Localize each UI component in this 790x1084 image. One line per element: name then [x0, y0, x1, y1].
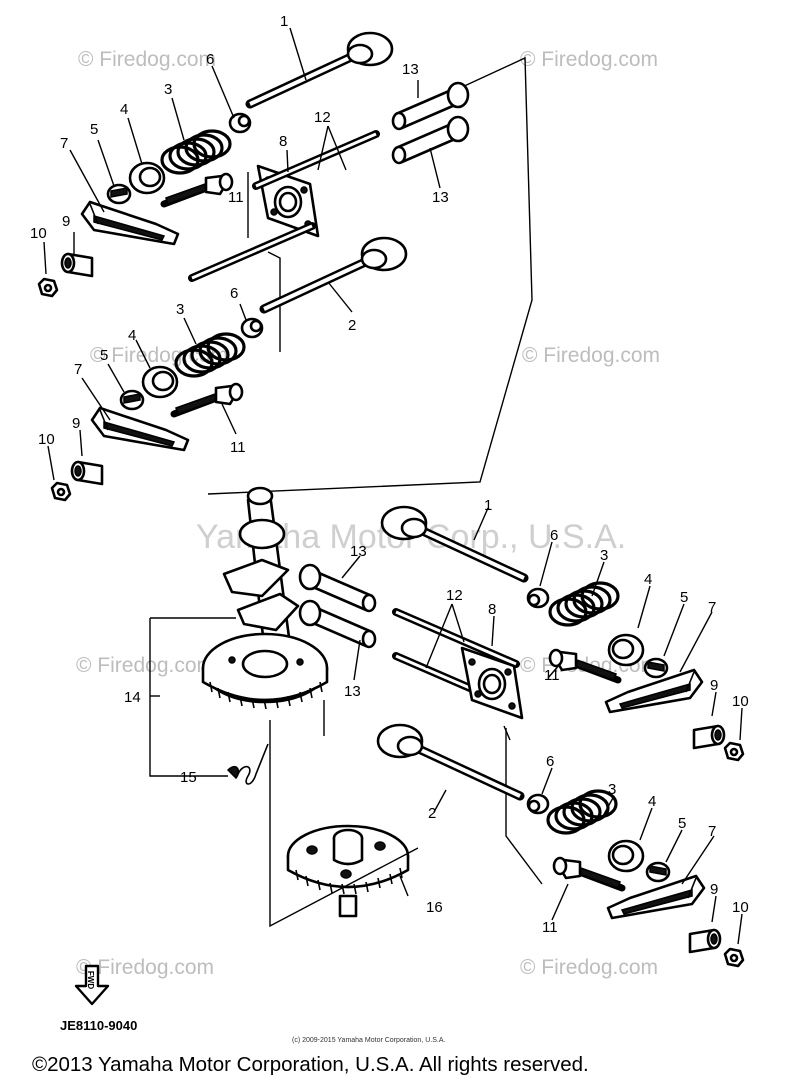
upper-pushrod-a: [256, 134, 376, 186]
lower-retainer-a: [607, 633, 645, 667]
callout-3-upper-b: 3: [176, 301, 184, 318]
callout-3-lower-a: 3: [600, 547, 608, 564]
callout-6-upper-b: 6: [230, 285, 238, 302]
callout-4-lower-a: 4: [644, 571, 652, 588]
watermark-lower-left: © Firedog.com: [76, 654, 214, 677]
callout-1-upper: 1: [280, 13, 288, 30]
callout-12-upper: 12: [314, 109, 331, 126]
upper-retainer-b: [141, 365, 179, 399]
callout-7-lower-b: 7: [708, 823, 716, 840]
watermark-bottom-right: © Firedog.com: [520, 956, 658, 979]
callout-8-lower: 8: [488, 601, 496, 618]
diagram-code: JE8110-9040: [60, 1018, 137, 1033]
lower-adjuster-b: [688, 928, 722, 954]
lower-seal-b: [526, 793, 550, 815]
callout-6-lower-b: 6: [546, 753, 554, 770]
watermark-bottom-left: © Firedog.com: [76, 956, 214, 979]
callout-12-lower: 12: [446, 587, 463, 604]
upper-pushrod-b: [192, 226, 312, 278]
fwd-arrow-icon: FWD: [74, 964, 110, 1006]
upper-retainer-a: [128, 161, 166, 195]
callout-13-upper-b: 13: [432, 189, 449, 206]
callout-4-lower-b: 4: [648, 793, 656, 810]
callout-5-lower-a: 5: [680, 589, 688, 606]
footer-copyright: ©2013 Yamaha Motor Corporation, U.S.A. A…: [32, 1053, 589, 1076]
upper-pivot-a: [164, 174, 232, 204]
watermark-top-right: © Firedog.com: [520, 48, 658, 71]
callout-2-upper: 2: [348, 317, 356, 334]
upper-assembly-frame: [207, 56, 533, 495]
callout-6-upper-a: 6: [206, 51, 214, 68]
callout-7-lower-a: 7: [708, 599, 716, 616]
callout-6-lower-a: 6: [550, 527, 558, 544]
cam-gear: [201, 632, 329, 710]
upper-pivot-b: [174, 384, 242, 414]
lower-cotter-a: [643, 657, 669, 679]
lower-spring-a: [548, 581, 620, 627]
callout-3-lower-b: 3: [608, 781, 616, 798]
upper-nut-b: [50, 481, 72, 502]
lower-rocker-b: [606, 874, 706, 920]
callout-11-lower-a: 11: [544, 667, 560, 684]
callout-4-upper-b: 4: [128, 327, 136, 344]
callout-10-lower-a: 10: [732, 693, 749, 710]
upper-adjuster-a: [60, 252, 94, 278]
upper-adjuster-b: [70, 460, 104, 486]
lower-nut-a: [723, 741, 745, 762]
callout-11-upper-a: 11: [228, 189, 244, 206]
callout-13-lower-a: 13: [350, 543, 367, 560]
upper-valve-2: [264, 238, 406, 309]
callout-16: 16: [426, 899, 443, 916]
callout-13-upper-a: 13: [402, 61, 419, 78]
callout-5-lower-b: 5: [678, 815, 686, 832]
callout-10-upper-a: 10: [30, 225, 47, 242]
callout-9-lower-a: 9: [710, 677, 718, 694]
callout-1-lower: 1: [484, 497, 492, 514]
upper-spring-a: [160, 129, 232, 175]
callout-13-lower-b: 13: [344, 683, 361, 700]
callout-5-upper-a: 5: [90, 121, 98, 138]
upper-rocker-a: [80, 200, 180, 246]
callout-11-lower-b: 11: [542, 919, 558, 936]
callout-11-upper-b: 11: [230, 439, 246, 456]
lower-adjuster-a: [692, 724, 726, 750]
watermark-mid-right: © Firedog.com: [522, 344, 660, 367]
callout-9-upper-b: 9: [72, 415, 80, 432]
callout-3-upper-a: 3: [164, 81, 172, 98]
callout-7-upper-a: 7: [60, 135, 68, 152]
lower-valve-2: [378, 725, 520, 796]
crank-gear: [286, 824, 410, 918]
callout-15: 15: [180, 769, 197, 786]
lower-nut-b: [723, 947, 745, 968]
upper-seal-b: [240, 317, 264, 339]
callout-8-upper: 8: [279, 133, 287, 150]
lower-retainer-b: [607, 839, 645, 873]
lower-assembly-frame: [149, 617, 543, 928]
upper-cotter-b: [119, 389, 145, 411]
upper-valve-1: [250, 33, 392, 104]
fwd-arrow-label: FWD: [86, 971, 95, 989]
callout-9-upper-a: 9: [62, 213, 70, 230]
callout-7-upper-b: 7: [74, 361, 82, 378]
upper-cotter-a: [106, 183, 132, 205]
small-copyright: (c) 2009-2015 Yamaha Motor Corporation, …: [292, 1037, 445, 1044]
decompression-spring: [226, 743, 269, 785]
callout-9-lower-b: 9: [710, 881, 718, 898]
callout-5-upper-b: 5: [100, 347, 108, 364]
watermark-top-left: © Firedog.com: [78, 48, 216, 71]
upper-nut-a: [37, 277, 59, 298]
upper-seal-a: [228, 112, 252, 134]
lower-seal-a: [526, 587, 550, 609]
upper-spring-b: [174, 332, 246, 378]
callout-14: 14: [124, 689, 141, 706]
lower-leaders: [341, 507, 743, 945]
callout-10-lower-b: 10: [732, 899, 749, 916]
callout-4-upper-a: 4: [120, 101, 128, 118]
lower-pushrod-a: [396, 612, 516, 664]
lower-cotter-b: [645, 861, 671, 883]
callout-2-lower: 2: [428, 805, 436, 822]
callout-10-upper-b: 10: [38, 431, 55, 448]
upper-leaders: [43, 27, 441, 481]
